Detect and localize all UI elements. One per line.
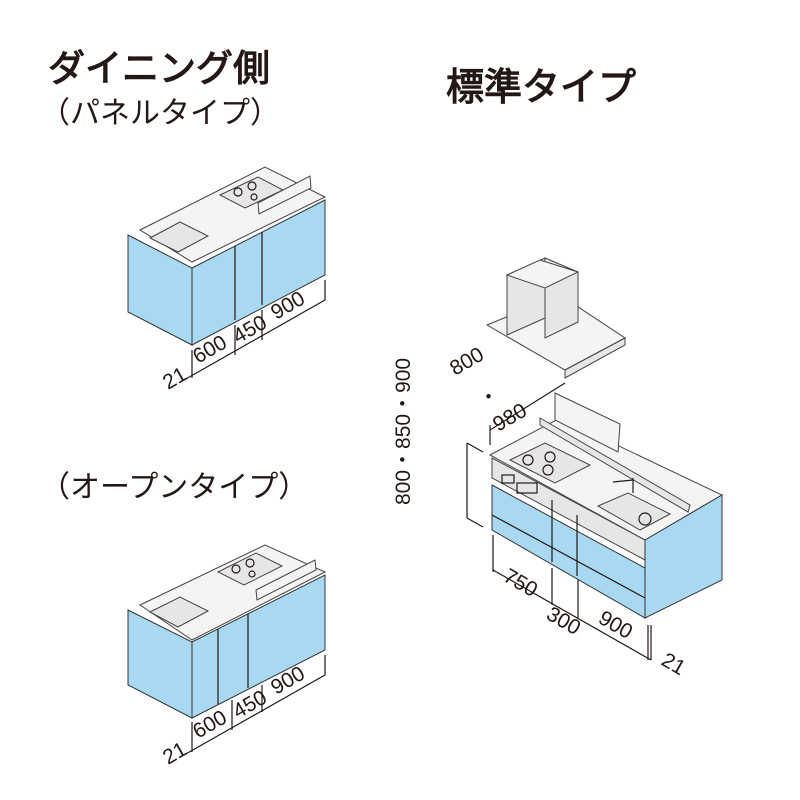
- side-panel: [644, 494, 723, 619]
- dim-counter-height: 800・850・900: [392, 358, 415, 505]
- panel-type-cabinet: 21 600 450 900: [127, 166, 327, 395]
- dim-panel: 21: [658, 648, 690, 680]
- dim-width-750: 750: [500, 564, 542, 601]
- open-type-cabinet: 21 600 450 900: [127, 544, 327, 770]
- cooktop: [508, 442, 592, 484]
- backsplash-panel: [554, 392, 621, 453]
- dining-side-title: ダイニング側: [48, 47, 270, 90]
- rail: [539, 417, 691, 513]
- backsplash-panel: [257, 175, 312, 215]
- open-type-title: （オープンタイプ）: [40, 470, 309, 505]
- dim-panel: 21: [159, 738, 191, 770]
- sink: [148, 221, 210, 253]
- cooktop: [216, 552, 284, 586]
- sink: [148, 596, 210, 628]
- backsplash-rail: [255, 559, 317, 601]
- dim-width-900: 900: [595, 606, 637, 643]
- standard-type-kitchen: 800 ・ 980 800・850・900 750 300 900 21: [392, 257, 724, 680]
- front-doors: [191, 199, 326, 346]
- panel-type-title: （パネルタイプ）: [40, 96, 280, 131]
- dim-panel: 21: [159, 363, 191, 395]
- sink: [596, 492, 672, 531]
- dim-hood-separator: ・: [478, 386, 499, 409]
- standard-type-title: 標準タイプ: [446, 65, 637, 109]
- dim-hood-800: 800: [446, 343, 488, 380]
- front-doors: [191, 574, 326, 719]
